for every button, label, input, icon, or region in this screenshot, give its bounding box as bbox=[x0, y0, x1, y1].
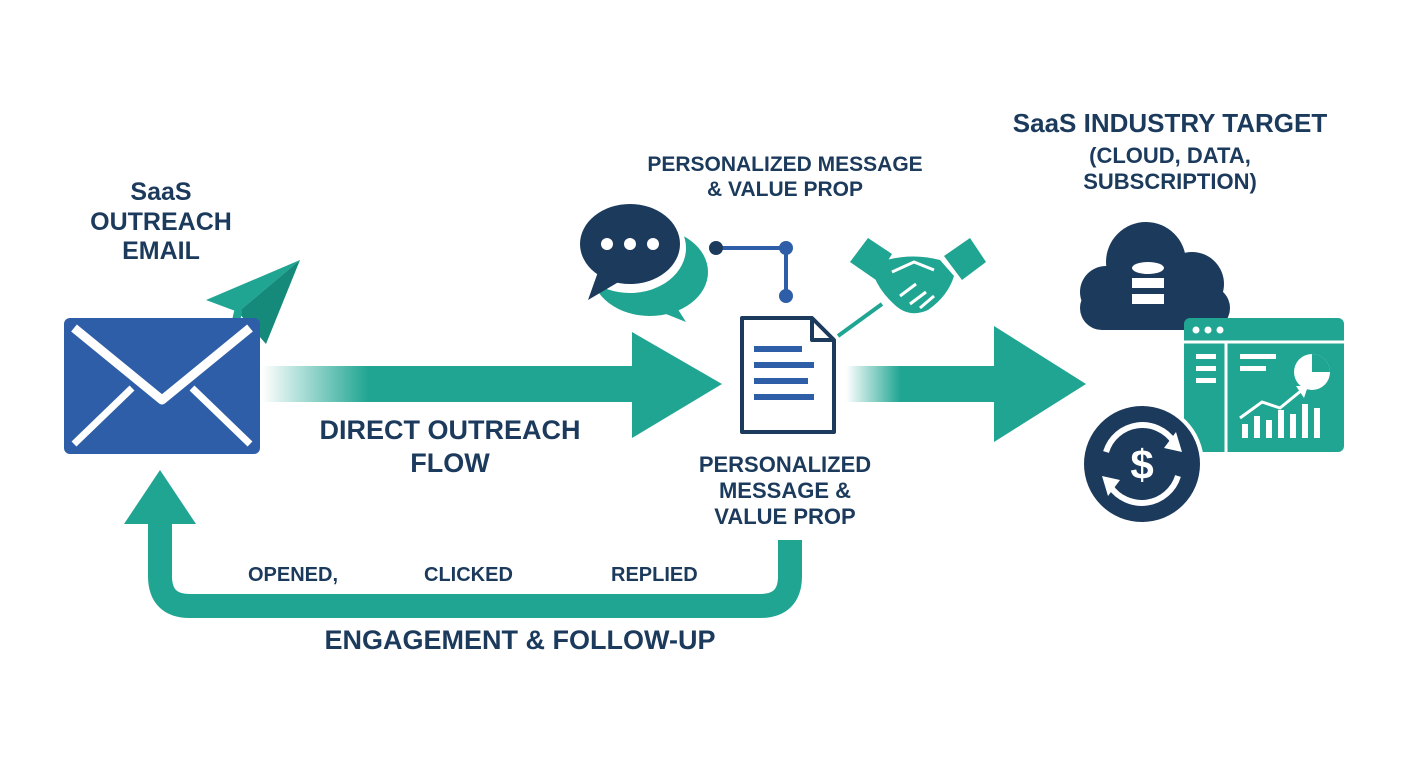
cloud-database-icon bbox=[1080, 222, 1230, 330]
document-label: PERSONALIZED MESSAGE & VALUE PROP bbox=[680, 452, 890, 530]
engagement-step-replied: REPLIED bbox=[611, 564, 698, 586]
handshake-icon bbox=[850, 238, 986, 314]
flow-label-line: FLOW bbox=[410, 447, 490, 478]
document-icon bbox=[740, 316, 836, 434]
email-title-line: EMAIL bbox=[122, 237, 200, 265]
chat-bubbles-icon bbox=[574, 203, 708, 322]
flow-label-line: DIRECT OUTREACH bbox=[319, 415, 581, 445]
direct-flow-label: DIRECT OUTREACH FLOW bbox=[300, 414, 600, 480]
document-label-line: PERSONALIZED bbox=[698, 452, 872, 477]
target-subtitle-line: (CLOUD, DATA, bbox=[1089, 143, 1251, 168]
target-flow-arrow bbox=[846, 326, 1086, 442]
target-node-subtitle: (CLOUD, DATA, SUBSCRIPTION) bbox=[1005, 143, 1335, 195]
target-subtitle-line: SUBSCRIPTION) bbox=[1083, 168, 1257, 194]
email-title-line: OUTREACH bbox=[90, 207, 232, 236]
dashboard-icon bbox=[1184, 318, 1344, 452]
target-node-title: SaaS INDUSTRY TARGET bbox=[1012, 108, 1328, 138]
connector-lines bbox=[709, 241, 884, 338]
recurring-revenue-icon: $ bbox=[1080, 402, 1204, 526]
message-top-label-line: & VALUE PROP bbox=[707, 177, 863, 201]
message-top-label-line: PERSONALIZED MESSAGE bbox=[647, 153, 923, 176]
engagement-step-clicked: CLICKED bbox=[424, 564, 513, 586]
document-label-line: VALUE PROP bbox=[714, 503, 856, 529]
document-label-line: MESSAGE & bbox=[718, 477, 852, 503]
message-top-label: PERSONALIZED MESSAGE & VALUE PROP bbox=[620, 153, 950, 203]
direct-flow-arrow bbox=[262, 332, 722, 438]
envelope-icon bbox=[64, 318, 260, 454]
email-node-title: SaaS OUTREACH EMAIL bbox=[66, 178, 256, 267]
engagement-step-opened: OPENED, bbox=[248, 564, 339, 586]
engagement-loop-arrow bbox=[124, 470, 802, 618]
svg-text:$: $ bbox=[1130, 441, 1153, 488]
email-title-line: SaaS bbox=[130, 178, 192, 206]
engagement-followup-label: ENGAGEMENT & FOLLOW-UP bbox=[324, 625, 716, 655]
